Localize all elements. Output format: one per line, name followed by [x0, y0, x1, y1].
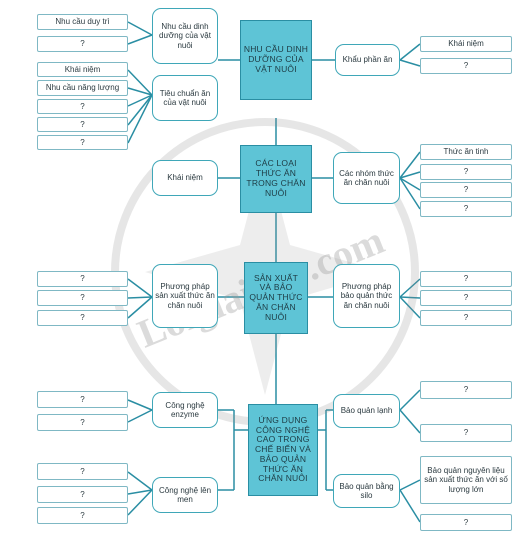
left-leaf: ?: [37, 290, 128, 306]
right-mid-node-3: Phương pháp bảo quản thức ăn chăn nuôi: [333, 264, 400, 328]
left-leaf: ?: [37, 310, 128, 326]
left-leaf: ?: [37, 117, 128, 132]
left-mid-node-4: Phương pháp sản xuất thức ăn chăn nuôi: [152, 264, 218, 328]
right-mid-node-1: Khẩu phần ăn: [335, 44, 400, 76]
right-leaf: ?: [420, 164, 512, 180]
left-mid-node-2: Tiêu chuẩn ăn của vật nuôi: [152, 75, 218, 121]
left-mid-node-3: Khái niệm: [152, 160, 218, 196]
right-leaf: ?: [420, 182, 512, 198]
left-leaf: ?: [37, 507, 128, 524]
right-leaf: Bảo quản nguyên liệu sản xuất thức ăn vớ…: [420, 456, 512, 504]
center-node-3: SẢN XUẤT VÀ BẢO QUẢN THỨC ĂN CHĂN NUÔI: [244, 262, 308, 334]
left-leaf: ?: [37, 36, 128, 52]
left-leaf: ?: [37, 99, 128, 114]
left-leaf: ?: [37, 135, 128, 150]
center-node-2: CÁC LOẠI THỨC ĂN TRONG CHĂN NUÔI: [240, 145, 312, 213]
left-leaf: ?: [37, 414, 128, 431]
left-leaf: ?: [37, 391, 128, 408]
right-leaf: ?: [420, 271, 512, 287]
right-leaf: Thức ăn tinh: [420, 144, 512, 160]
right-leaf: ?: [420, 424, 512, 442]
right-leaf: ?: [420, 514, 512, 531]
right-mid-node-5: Bảo quản bằng silo: [333, 474, 400, 508]
right-mid-node-4: Bảo quản lạnh: [333, 394, 400, 428]
left-leaf: ?: [37, 463, 128, 480]
center-node-4: ỨNG DỤNG CÔNG NGHỆ CAO TRONG CHẾ BIẾN VÀ…: [248, 404, 318, 496]
left-mid-node-5: Công nghệ enzyme: [152, 392, 218, 428]
center-node-1: NHU CẦU DINH DƯỠNG CỦA VẬT NUÔI: [240, 20, 312, 100]
left-leaf: ?: [37, 271, 128, 287]
left-mid-node-6: Công nghệ lên men: [152, 477, 218, 513]
right-leaf: ?: [420, 290, 512, 306]
right-leaf: ?: [420, 201, 512, 217]
left-leaf: Nhu cầu năng lượng: [37, 80, 128, 96]
right-leaf: ?: [420, 58, 512, 74]
right-leaf: Khái niệm: [420, 36, 512, 52]
right-leaf: ?: [420, 381, 512, 399]
left-leaf: Khái niệm: [37, 62, 128, 77]
right-mid-node-2: Các nhóm thức ăn chăn nuôi: [333, 152, 400, 204]
left-mid-node-1: Nhu cầu dinh dưỡng của vật nuôi: [152, 8, 218, 64]
right-leaf: ?: [420, 310, 512, 326]
left-leaf: Nhu cầu duy trì: [37, 14, 128, 30]
left-leaf: ?: [37, 486, 128, 503]
